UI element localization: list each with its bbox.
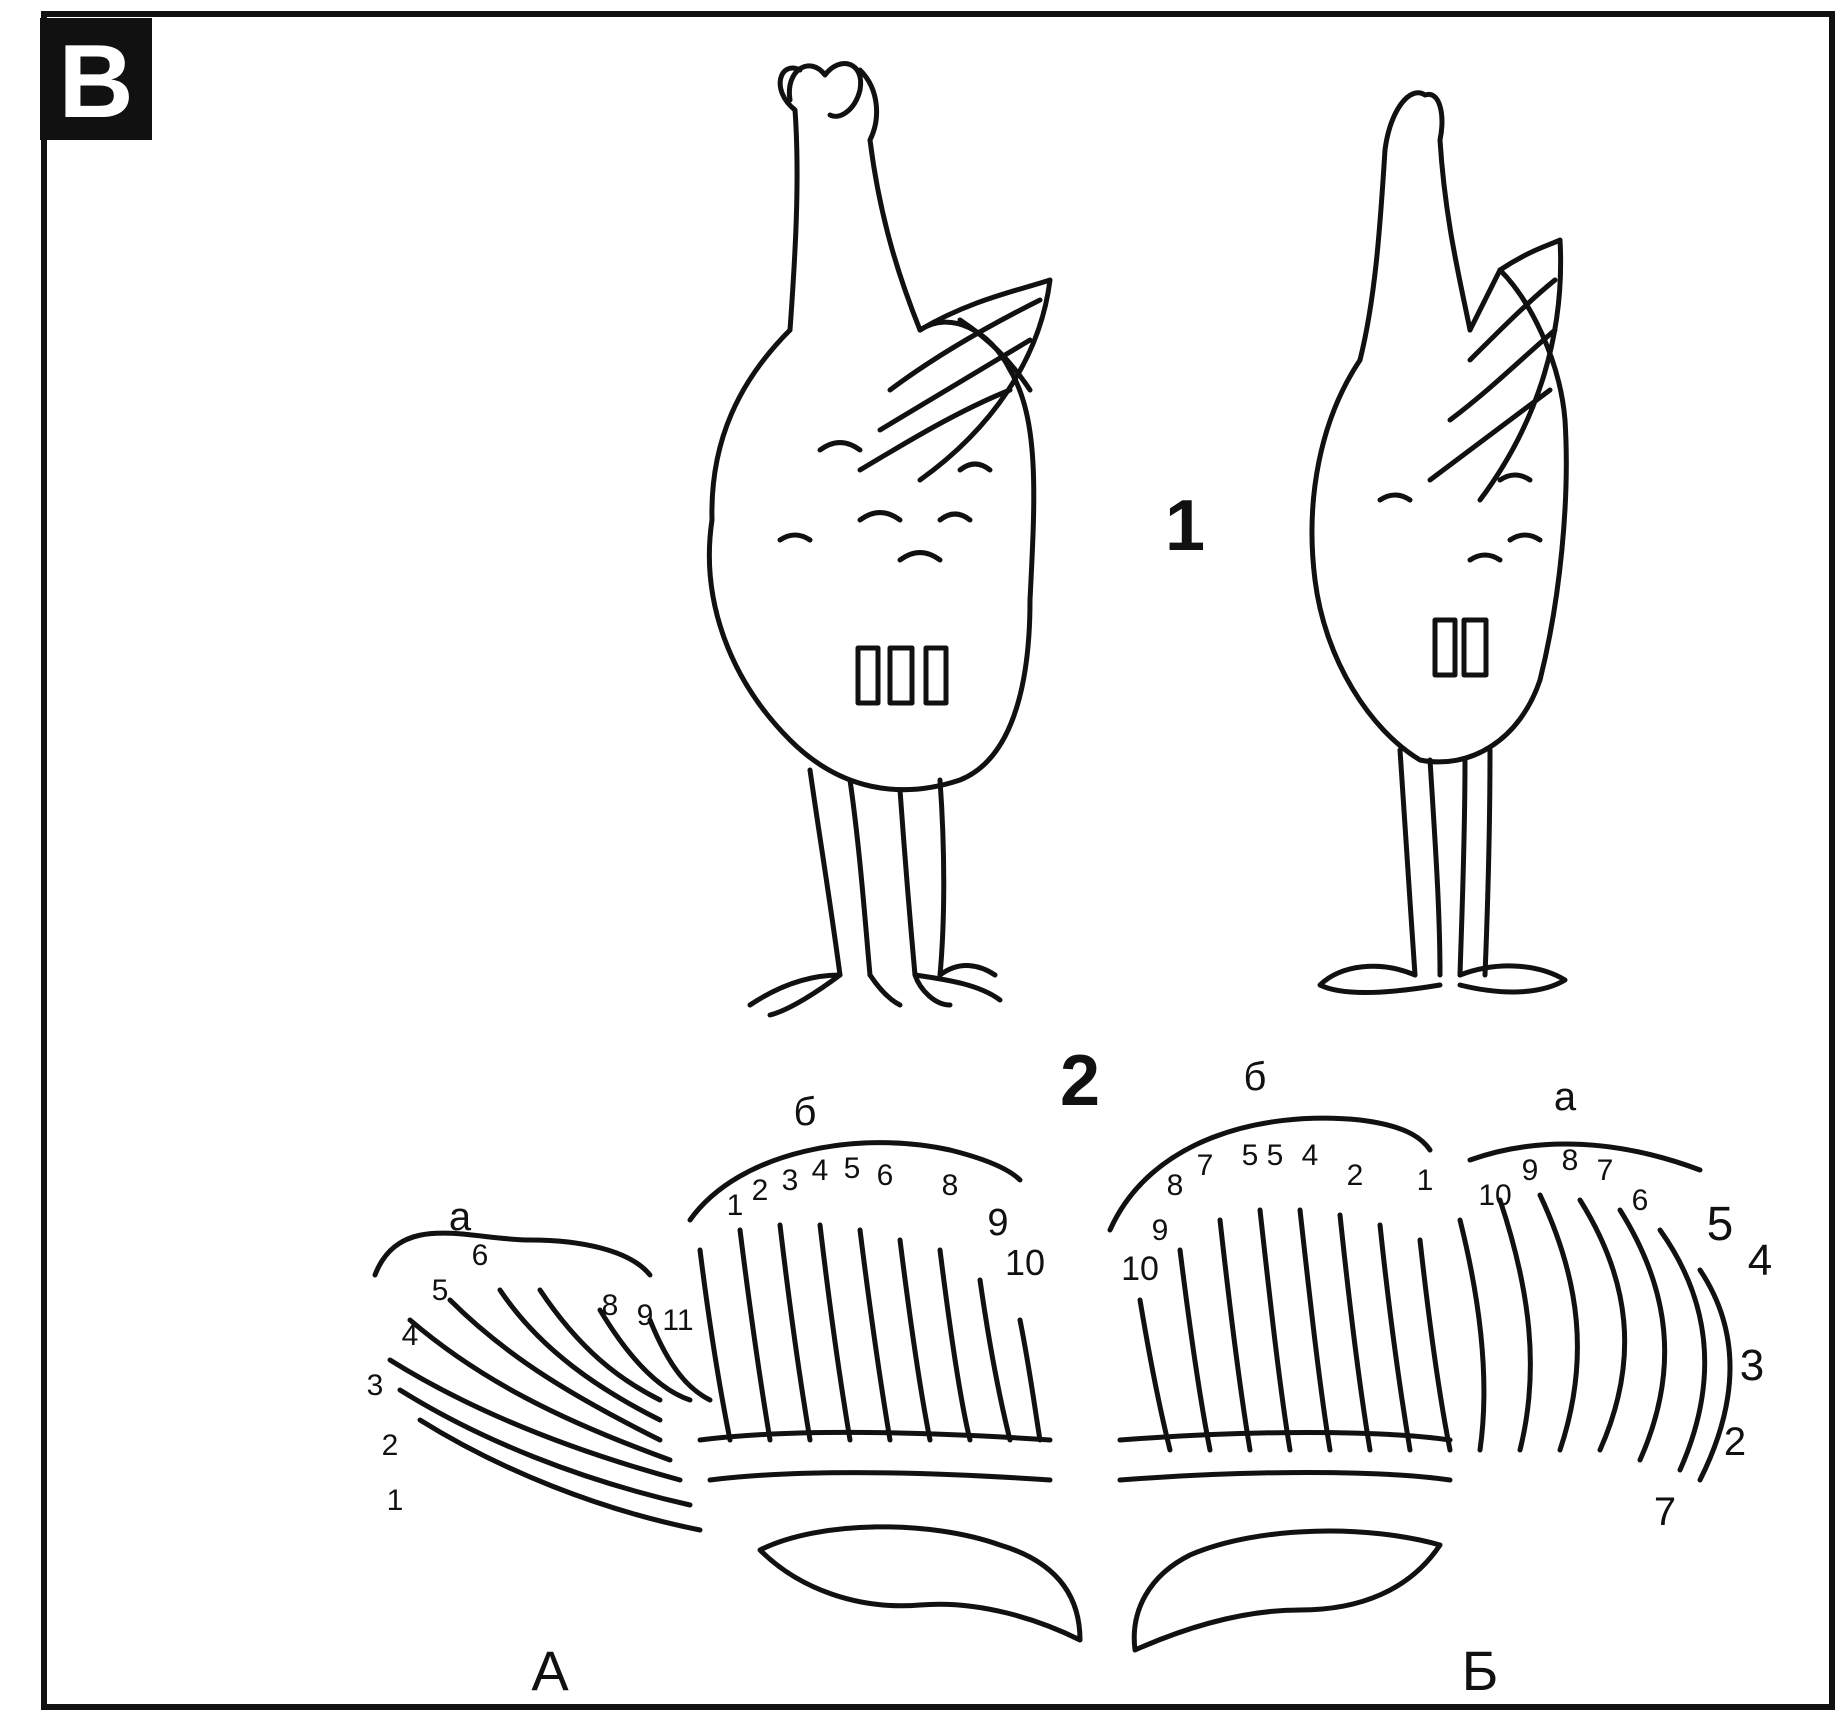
wing-a-primary-number-6: 6 [472, 1239, 489, 1272]
wing-a-primary-number-8: 9 [637, 1299, 654, 1332]
wing-a-primary-number-3: 3 [367, 1369, 384, 1402]
bird2-feet [1320, 966, 1565, 993]
wing-a-primary-number-5: 5 [432, 1274, 449, 1307]
wing-a-arc-a [375, 1233, 650, 1275]
bird1-feather-texture [780, 443, 990, 561]
bird2-tag-2 [1464, 620, 1486, 675]
wing-b-primary-number-8: 3 [1740, 1341, 1764, 1390]
wing-a-secondary-number-7: 8 [942, 1169, 959, 1202]
wing-a-secondary-number-4: 4 [812, 1154, 829, 1187]
wing-a-secondary-number-3: 3 [782, 1164, 799, 1197]
wing-a-coverts [700, 1433, 1050, 1481]
wing-b-primary-number-9: 2 [1724, 1420, 1746, 1464]
wing-b-secondary-number-8: 2 [1347, 1159, 1364, 1192]
bird1-legs [810, 770, 944, 975]
wing-b-secondary-number-9: 1 [1417, 1164, 1434, 1197]
wing-b-primary-number-6: 5 [1707, 1198, 1734, 1251]
wing-a-primary-number-4: 4 [402, 1319, 419, 1352]
wing-b-primary-number-2: 9 [1522, 1154, 1539, 1187]
wing-a-secondary-number-6: 6 [877, 1159, 894, 1192]
bird2-feather-texture [1380, 475, 1540, 560]
bird1-tag-3 [926, 648, 946, 703]
bird2-body [1312, 270, 1566, 762]
bird-illustration-slim [1312, 93, 1566, 993]
wing-b-secondary-number-2: 9 [1152, 1214, 1169, 1247]
wing-a-primary-number-9: 11 [662, 1304, 693, 1337]
bird-illustration-plump [709, 64, 1050, 1015]
wing-a-secondary-number-9: 10 [1005, 1242, 1045, 1283]
wing-b-caption: Б [1462, 1639, 1499, 1702]
bird1-head [789, 64, 860, 117]
wing-b-primaries [1460, 1195, 1730, 1480]
wing-b-secondary-number-3: 8 [1167, 1169, 1184, 1202]
wing-b-secondary-number-4: 7 [1197, 1149, 1214, 1182]
bird1-wing [860, 280, 1050, 480]
wing-b-secondary-number-1: 10 [1121, 1250, 1159, 1288]
bird2-legs [1400, 750, 1490, 975]
wing-a-arc-b-label: б [794, 1090, 817, 1134]
wing-a-secondary-number-5: 5 [844, 1152, 861, 1185]
bird2-neck-head [1360, 93, 1470, 360]
figure-label-1: 1 [1165, 486, 1205, 566]
bird1-feet [750, 966, 1000, 1015]
wing-a-caption: А [531, 1639, 569, 1702]
wing-b-primary-number-3: 8 [1562, 1144, 1579, 1177]
wing-b-primary-number-4: 7 [1597, 1154, 1614, 1187]
bird1-body [709, 322, 1033, 790]
wing-a-secondary-number-2: 2 [752, 1174, 769, 1207]
wing-b-primary-number-1: 10 [1478, 1179, 1511, 1212]
wing-b-secondary-number-6: 5 [1267, 1139, 1284, 1172]
bird1-tag-1 [858, 648, 878, 703]
bird1-tag-2 [890, 648, 912, 703]
wing-b-base [1134, 1531, 1440, 1650]
wing-b-secondary-number-5: 5 [1242, 1139, 1259, 1172]
wing-b-primary-number-5: 6 [1632, 1184, 1649, 1217]
wing-a-base [760, 1527, 1080, 1640]
bird2-tag-1 [1435, 620, 1455, 675]
wing-a-primary-number-7: 8 [602, 1289, 619, 1322]
wing-a-primary-number-1: 1 [387, 1484, 404, 1517]
panel-badge-letter: B [58, 24, 133, 140]
wing-b-secondary-number-7: 4 [1302, 1139, 1319, 1172]
wing-a-primary-number-2: 2 [382, 1429, 399, 1462]
wing-a-secondary-number-1: 1 [727, 1189, 744, 1222]
wing-b-arc-a-label: а [1554, 1075, 1577, 1119]
wing-b-arc-a [1470, 1144, 1700, 1170]
wing-b-secondaries [1140, 1210, 1450, 1450]
wing-a-arc-a-label: а [449, 1195, 472, 1239]
wing-a-secondaries [700, 1225, 1040, 1440]
wing-a-secondary-number-8: 9 [987, 1202, 1008, 1244]
panel-badge: B [40, 18, 152, 140]
wing-b-primary-number-10: 7 [1654, 1490, 1676, 1534]
wing-b-primary-number-7: 4 [1748, 1236, 1772, 1285]
figure-frame [44, 14, 1832, 1707]
wing-b-arc-b-label: б [1244, 1055, 1267, 1099]
figure-label-2: 2 [1060, 1041, 1100, 1121]
